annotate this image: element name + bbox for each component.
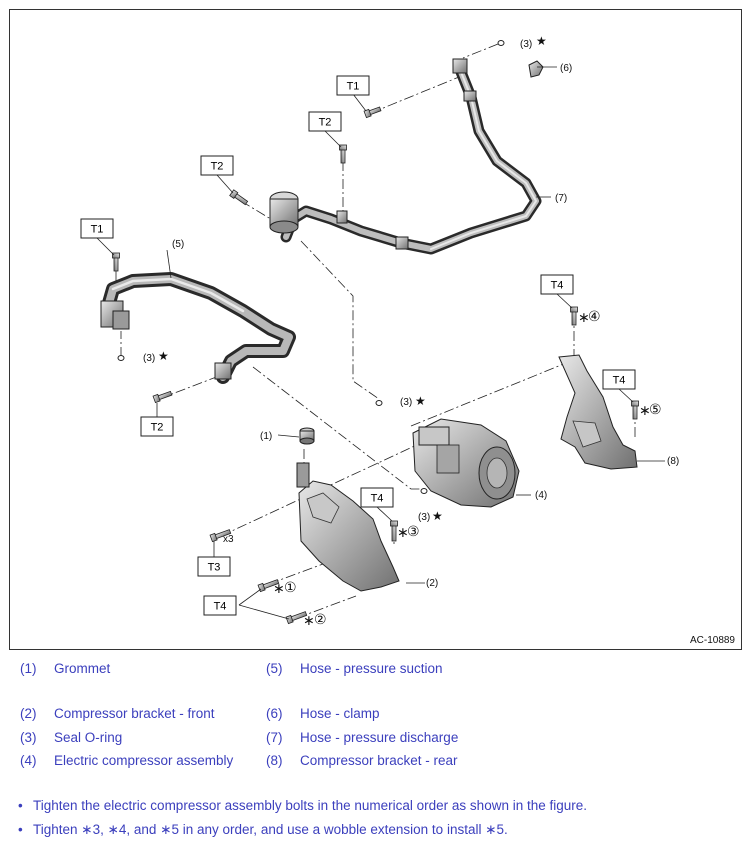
order-mark-1: ①: [284, 579, 297, 595]
callout-1: (1): [260, 431, 272, 442]
asterisk-mark: ∗: [397, 524, 409, 540]
svg-text:T3: T3: [208, 562, 221, 574]
note-item: •Tighten the electric compressor assembl…: [18, 798, 588, 813]
order-mark-4: ④: [588, 308, 601, 324]
hose-pressure-discharge: [269, 58, 542, 255]
star-mark: ★: [432, 509, 443, 523]
svg-text:T4: T4: [613, 375, 626, 387]
callout-2: (2): [426, 578, 438, 589]
asterisk-mark: ∗: [578, 309, 590, 325]
torque-boxes: T1 T2 T2 T1 T2 T4 T4 T4 T3 T4: [80, 75, 636, 616]
star-mark: ★: [536, 34, 547, 48]
torque-box-t2: T2: [308, 111, 342, 132]
grommet: [299, 427, 315, 445]
asterisk-mark: ∗: [273, 580, 285, 596]
callout-7: (7): [555, 193, 567, 204]
bolts: [112, 106, 639, 625]
asterisk-mark: ∗: [303, 612, 315, 628]
multiplier-label: x3: [223, 534, 234, 545]
torque-box-t4: T4: [540, 274, 574, 295]
asterisk-mark: ∗: [639, 402, 651, 418]
diagram-canvas: (1) (2) (3) (3) (3) (3) (4) (5) (6) (7) …: [80, 34, 679, 628]
callout-3: (3): [418, 512, 430, 523]
callout-3: (3): [520, 39, 532, 50]
callout-leaders: [166, 66, 665, 584]
torque-box-t1: T1: [80, 218, 114, 239]
torque-box-t4: T4: [203, 595, 237, 616]
star-mark: ★: [158, 349, 169, 363]
installation-notes: •Tighten the electric compressor assembl…: [18, 798, 748, 846]
order-mark-2: ②: [314, 611, 327, 627]
callout-6: (6): [560, 63, 572, 74]
order-marks: ∗ ④ ∗ ⑤ ∗ ③ ∗ ① ∗ ②: [273, 308, 662, 628]
torque-box-t2: T2: [200, 155, 234, 176]
hose-pressure-suction: [100, 272, 296, 384]
callout-labels: (1) (2) (3) (3) (3) (3) (4) (5) (6) (7) …: [143, 39, 679, 589]
callout-4: (4): [535, 490, 547, 501]
svg-text:T4: T4: [371, 493, 384, 505]
svg-text:T2: T2: [211, 161, 224, 173]
figure-id: AC-10889: [689, 635, 735, 646]
compressor-bracket-front: [296, 462, 400, 592]
exploded-diagram: (1) (2) (3) (3) (3) (3) (4) (5) (6) (7) …: [9, 9, 742, 650]
seal-o-rings: [117, 40, 505, 494]
callout-3: (3): [400, 397, 412, 408]
order-mark-5: ⑤: [649, 401, 662, 417]
order-mark-3: ③: [407, 523, 420, 539]
svg-text:T4: T4: [551, 280, 564, 292]
compressor-bracket-rear: [558, 354, 638, 470]
torque-box-t2: T2: [140, 416, 174, 437]
torque-box-t1: T1: [336, 75, 370, 96]
svg-text:T1: T1: [91, 224, 104, 236]
callout-8: (8): [667, 456, 679, 467]
callout-3: (3): [143, 353, 155, 364]
electric-compressor: [412, 418, 520, 508]
svg-text:T4: T4: [214, 601, 227, 613]
hose-clamp: [528, 60, 544, 78]
star-marks: ★ ★ ★ ★: [158, 34, 547, 523]
svg-text:T1: T1: [347, 81, 360, 93]
callout-5: (5): [172, 239, 184, 250]
torque-box-t3: T3: [197, 556, 231, 577]
torque-leaders: [96, 93, 634, 620]
svg-text:T2: T2: [319, 117, 332, 129]
torque-box-t4: T4: [360, 487, 394, 508]
svg-text:T2: T2: [151, 422, 164, 434]
torque-box-t4: T4: [602, 369, 636, 390]
star-mark: ★: [415, 394, 426, 408]
note-item: •Tighten ∗3, ∗4, and ∗5 in any order, an…: [18, 822, 508, 837]
